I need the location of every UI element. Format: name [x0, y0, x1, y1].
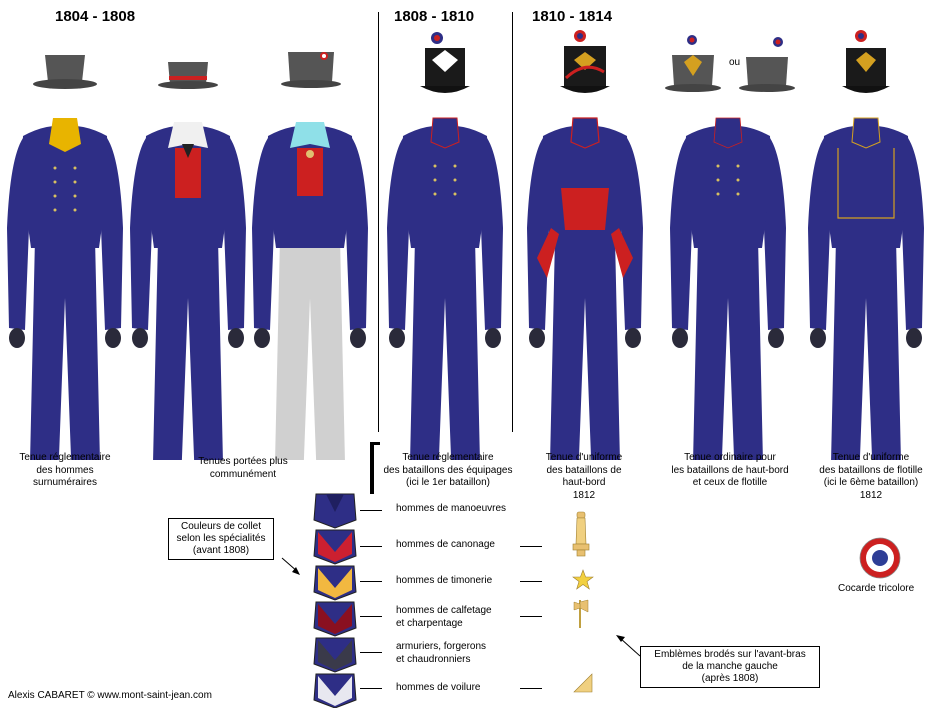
shako-white — [420, 32, 470, 93]
figure-commune-2 — [252, 122, 368, 460]
figure-flotille — [808, 117, 924, 460]
sail-triangle-icon — [573, 673, 593, 693]
emblem-icons — [572, 511, 594, 693]
collar-canonage — [313, 529, 357, 565]
bracket-mark-top — [370, 442, 380, 445]
dash — [360, 688, 382, 689]
figure-surnumeraire — [7, 118, 123, 460]
period-1804-1808: 1804 - 1808 — [55, 8, 136, 25]
cannon-icon — [572, 511, 590, 557]
collar-swatches — [313, 493, 357, 708]
dash — [360, 581, 382, 582]
collar-calfetage — [313, 601, 357, 637]
bracket-mark — [370, 442, 374, 494]
figure-haut-bord — [527, 117, 643, 460]
uniform-figures — [7, 30, 924, 460]
dash — [520, 616, 542, 617]
dash — [360, 510, 382, 511]
spec-label-manoeuvres: hommes de manoeuvres — [396, 503, 507, 514]
arrow-collet — [281, 557, 300, 575]
dash — [360, 616, 382, 617]
dash — [520, 688, 542, 689]
ou-label: ou — [729, 57, 741, 68]
spec-label-canonage: hommes de canonage — [396, 539, 495, 550]
divider-2 — [512, 12, 513, 432]
dash — [520, 546, 542, 547]
round-hat-cockade — [281, 52, 341, 88]
shako-red — [560, 30, 610, 93]
collar-armuriers — [313, 637, 357, 673]
figure-ordinaire — [670, 117, 786, 460]
dash — [360, 546, 382, 547]
figure-commune-1 — [130, 122, 246, 460]
star-icon — [572, 569, 594, 590]
collar-manoeuvres — [313, 493, 357, 529]
cocarde-label: Cocarde tricolore — [838, 583, 915, 594]
spec-label-timonerie: hommes de timonerie — [396, 575, 493, 586]
shako-gold — [842, 30, 890, 93]
dash — [520, 581, 542, 582]
axe-icon — [573, 599, 589, 628]
ordinary-hats — [665, 35, 795, 92]
figure-equipages — [387, 117, 503, 460]
dash — [360, 652, 382, 653]
collar-voilure — [313, 673, 357, 708]
period-1810-1814: 1810 - 1814 — [532, 8, 613, 25]
spec-label-voilure: hommes de voilure — [396, 682, 481, 693]
divider-1 — [378, 12, 379, 432]
cocarde-icon — [859, 537, 901, 579]
arrow-emblem — [616, 635, 641, 657]
period-1808-1810: 1808 - 1810 — [394, 8, 475, 25]
collar-timonerie — [313, 565, 357, 601]
credit: Alexis CABARET © www.mont-saint-jean.com — [8, 690, 212, 701]
round-hat-1 — [33, 55, 97, 89]
round-hat-red-band — [158, 62, 218, 89]
